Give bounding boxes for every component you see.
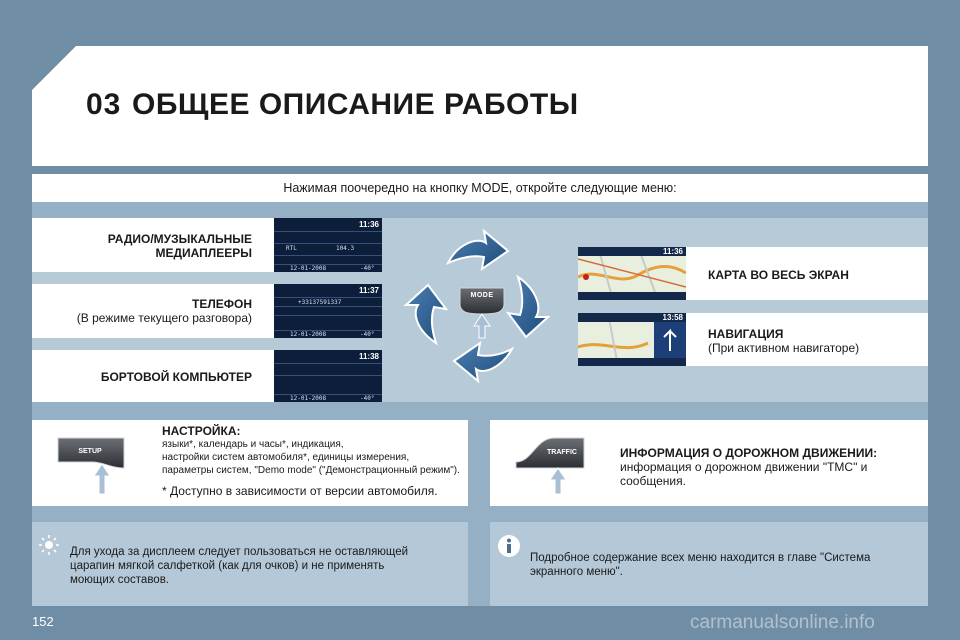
menu-card-computer (32, 350, 274, 402)
setup-button-label: SETUP (78, 448, 102, 455)
computer-screen-date: 12-01-2008 (290, 395, 327, 402)
computer-screen-temp: -40° (360, 395, 375, 402)
header-banner (32, 46, 928, 166)
menu-card-map (686, 247, 928, 300)
mode-button-label: MODE (470, 292, 494, 299)
mode-cycle-arrows (403, 228, 551, 384)
nav-screen: 13:58 (578, 313, 686, 366)
page-number: 152 (32, 614, 54, 629)
phone-screen: 11:37 +33137591337 12-01-2008 -40° (274, 284, 382, 338)
menu-radio-title-1: РАДИО/МУЗЫКАЛЬНЫЕ (107, 232, 252, 246)
menu-nav-sub: (При активном навигаторе) (708, 341, 860, 355)
menu-phone-title: ТЕЛЕФОН (192, 297, 252, 311)
chapter-number: 03 (86, 88, 122, 121)
traffic-button-graphic (515, 437, 585, 495)
care-note-line-3: моющих составов. (70, 574, 169, 586)
setup-line-1: языки*, календарь и часы*, индикация, (162, 439, 344, 450)
cycle-arrow-left (403, 283, 449, 346)
setup-footnote: * Доступно в зависимости от версии автом… (162, 484, 438, 498)
radio-screen-freq: 104.3 (336, 245, 355, 252)
intro-text: Нажимая поочередно на кнопку MODE, откро… (32, 174, 928, 202)
cycle-arrow-top (445, 228, 510, 272)
watermark: carmanualsonline.info (690, 612, 875, 633)
page-title: ОБЩЕЕ ОПИСАНИЕ РАБОТЫ (132, 88, 579, 121)
computer-screen: 11:38 12-01-2008 -40° (274, 350, 382, 402)
radio-screen-temp: -40° (360, 265, 375, 272)
menu-radio-title-2: МЕДИАПЛЕЕРЫ (155, 246, 253, 260)
phone-screen-number: +33137591337 (298, 299, 342, 306)
menu-card-radio (32, 218, 274, 272)
map-screen: 11:36 (578, 247, 686, 300)
info-note-line-1: Подробное содержание всех меню находится… (530, 552, 871, 564)
traffic-button-label: TRAFFIC (547, 449, 577, 456)
cycle-arrow-bottom (452, 340, 515, 384)
setup-button-graphic (57, 437, 125, 495)
menu-phone-sub: (В режиме текущего разговора) (76, 311, 252, 325)
setup-title: НАСТРОЙКА: (162, 424, 241, 438)
computer-screen-time: 11:38 (358, 352, 379, 361)
menu-map-title: КАРТА ВО ВЕСЬ ЭКРАН (708, 268, 849, 282)
setup-line-2: настройки систем автомобиля*, единицы из… (162, 452, 410, 463)
menu-card-nav (686, 313, 928, 366)
map-screen-time: 11:36 (662, 247, 683, 256)
mode-button-graphic (459, 287, 505, 339)
traffic-line-2: сообщения. (620, 474, 686, 488)
radio-screen-station: RTL (286, 245, 297, 252)
nav-graphic (578, 313, 686, 366)
nav-screen-time: 13:58 (662, 313, 683, 322)
info-icon (498, 535, 520, 557)
info-note-line-2: экранного меню". (530, 566, 623, 578)
care-note-box (32, 522, 468, 606)
sun-icon (39, 535, 59, 555)
traffic-title: ИНФОРМАЦИЯ О ДОРОЖНОМ ДВИЖЕНИИ: (620, 446, 878, 460)
phone-screen-date: 12-01-2008 (290, 331, 327, 338)
map-graphic (578, 247, 686, 300)
radio-screen: 11:36 RTL 104.3 12-01-2008 -40° (274, 218, 382, 272)
phone-screen-temp: -40° (360, 331, 375, 338)
menu-computer-title: БОРТОВОЙ КОМПЬЮТЕР (100, 370, 252, 384)
care-note-line-1: Для ухода за дисплеем следует пользовать… (70, 546, 409, 558)
info-note-box (490, 522, 928, 606)
setup-line-3: параметры систем, "Demo mode" ("Демонстр… (162, 465, 460, 476)
radio-screen-date: 12-01-2008 (290, 265, 327, 272)
traffic-line-1: информация о дорожном движении "TMC" и (620, 460, 868, 474)
care-note-line-2: царапин мягкой салфеткой (как для очков)… (70, 560, 385, 572)
phone-screen-time: 11:37 (358, 286, 379, 295)
cycle-arrow-right (505, 274, 551, 339)
radio-screen-time: 11:36 (358, 220, 379, 229)
menu-nav-title: НАВИГАЦИЯ (708, 327, 784, 341)
menu-card-phone (32, 284, 274, 338)
